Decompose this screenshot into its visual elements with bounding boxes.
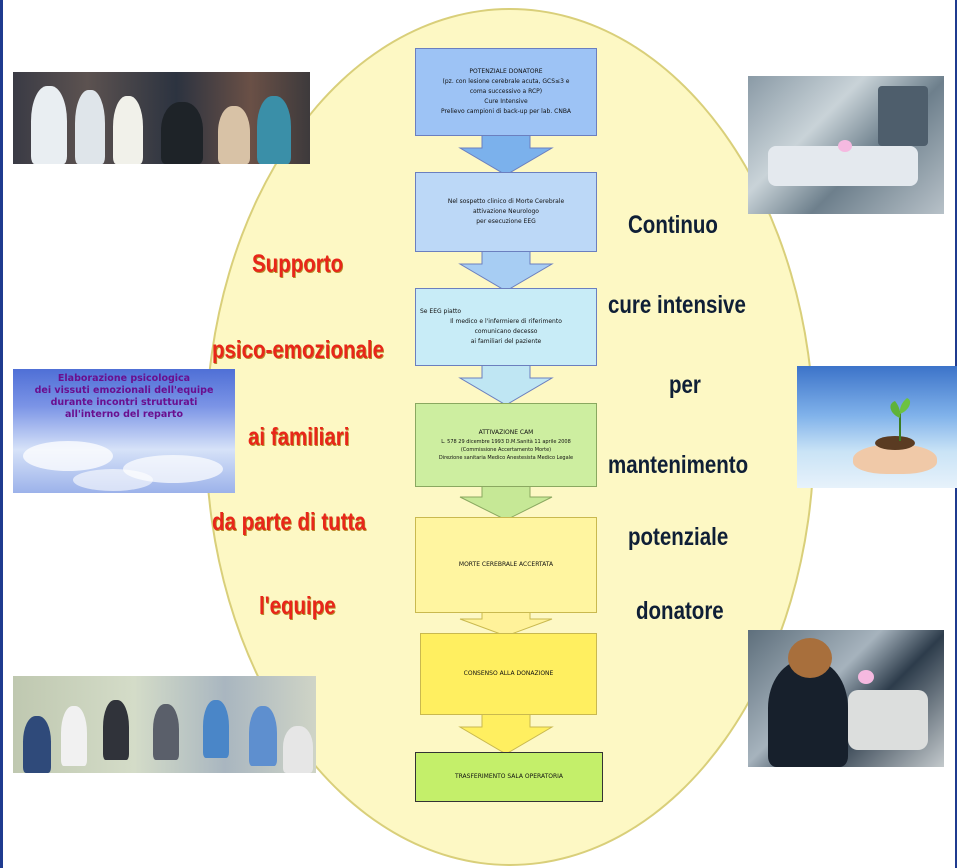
sky-text-line: dei vissuti emozionali dell'equipe — [34, 385, 214, 396]
right-caption-line: potenziale — [628, 523, 729, 551]
step-brain-death-confirmed: MORTE CEREBRALE ACCERTATA — [415, 517, 597, 613]
right-caption-line: mantenimento — [608, 451, 749, 479]
right-caption-line: per — [669, 371, 701, 399]
sky-panel-text: Elaborazione psicologica dei vissuti emo… — [13, 373, 235, 421]
left-caption-line: Supporto — [252, 250, 344, 278]
step-text: MORTE CEREBRALE ACCERTATA — [458, 561, 554, 568]
step-text: ai familiari del paziente — [470, 338, 542, 345]
nurse-patient-photo — [748, 630, 944, 767]
sky-text-line: Elaborazione psicologica — [57, 373, 191, 384]
flow-arrow-1 — [458, 134, 554, 176]
step-text: L. 578 29 dicembre 1993 D.M.Sanità 11 ap… — [441, 439, 571, 445]
step-flat-eeg: Se EEG piatto Il medico e l'infermiere d… — [415, 288, 597, 366]
step-text: attivazione Neurologo — [473, 208, 539, 215]
left-caption-line: da parte di tutta — [212, 508, 366, 536]
step-text: Nel sospetto clinico di Morte Cerebrale — [447, 198, 565, 205]
page-border-left — [0, 0, 3, 868]
step-cam-activation: ATTIVAZIONE CAM L. 578 29 dicembre 1993 … — [415, 403, 597, 487]
flow-arrow-2 — [458, 250, 554, 292]
flow-arrow-4 — [459, 485, 553, 521]
left-caption-line: ai familiari — [248, 423, 350, 451]
step-text: Il medico e l'infermiere di riferimento — [450, 318, 562, 325]
step-text: (pz. con lesione cerebrale acuta, GCS≤3 … — [442, 78, 570, 85]
sky-text-line: durante incontri strutturati — [50, 397, 198, 408]
step-text: TRASFERIMENTO SALA OPERATORIA — [454, 773, 564, 780]
step-text: coma successivo a RCP) — [469, 88, 543, 95]
step-text: Cure Intensive — [484, 98, 528, 105]
step-donation-consent: CONSENSO ALLA DONAZIONE — [420, 633, 597, 715]
step-text: per esecuzione EEG — [476, 218, 536, 225]
step-text: Se EEG piatto — [420, 308, 462, 315]
left-caption-line: psico-emozionale — [212, 336, 385, 364]
sky-panel: Elaborazione psicologica dei vissuti emo… — [13, 369, 235, 493]
sprout-icon — [890, 398, 911, 441]
group-meeting-photo — [13, 676, 316, 773]
step-text: CONSENSO ALLA DONAZIONE — [463, 670, 554, 677]
right-caption-line: donatore — [636, 597, 724, 625]
hand-sprout-photo — [797, 366, 957, 488]
step-operating-room-transfer: TRASFERIMENTO SALA OPERATORIA — [415, 752, 603, 802]
step-brain-death-suspicion: Nel sospetto clinico di Morte Cerebrale … — [415, 172, 597, 252]
flow-arrow-6 — [458, 713, 554, 755]
step-text: comunicano decesso — [474, 328, 538, 335]
staff-meeting-photo — [13, 72, 310, 164]
flow-arrow-3 — [458, 364, 554, 406]
sky-text-line: all'interno del reparto — [64, 409, 184, 420]
step-text: (Commissione Accertamento Morte) — [460, 447, 552, 453]
step-text: ATTIVAZIONE CAM — [478, 429, 534, 436]
step-text: Direzione sanitaria Medico Anestesista M… — [438, 455, 574, 461]
step-potential-donor: POTENZIALE DONATORE (pz. con lesione cer… — [415, 48, 597, 136]
right-caption-line: cure intensive — [608, 291, 746, 319]
left-caption-line: l'equipe — [259, 592, 336, 620]
step-text: POTENZIALE DONATORE — [469, 68, 543, 75]
step-text: Prelievo campioni di back-up per lab. CN… — [440, 108, 572, 115]
icu-patient-photo — [748, 76, 944, 214]
right-caption-line: Continuo — [628, 211, 718, 239]
